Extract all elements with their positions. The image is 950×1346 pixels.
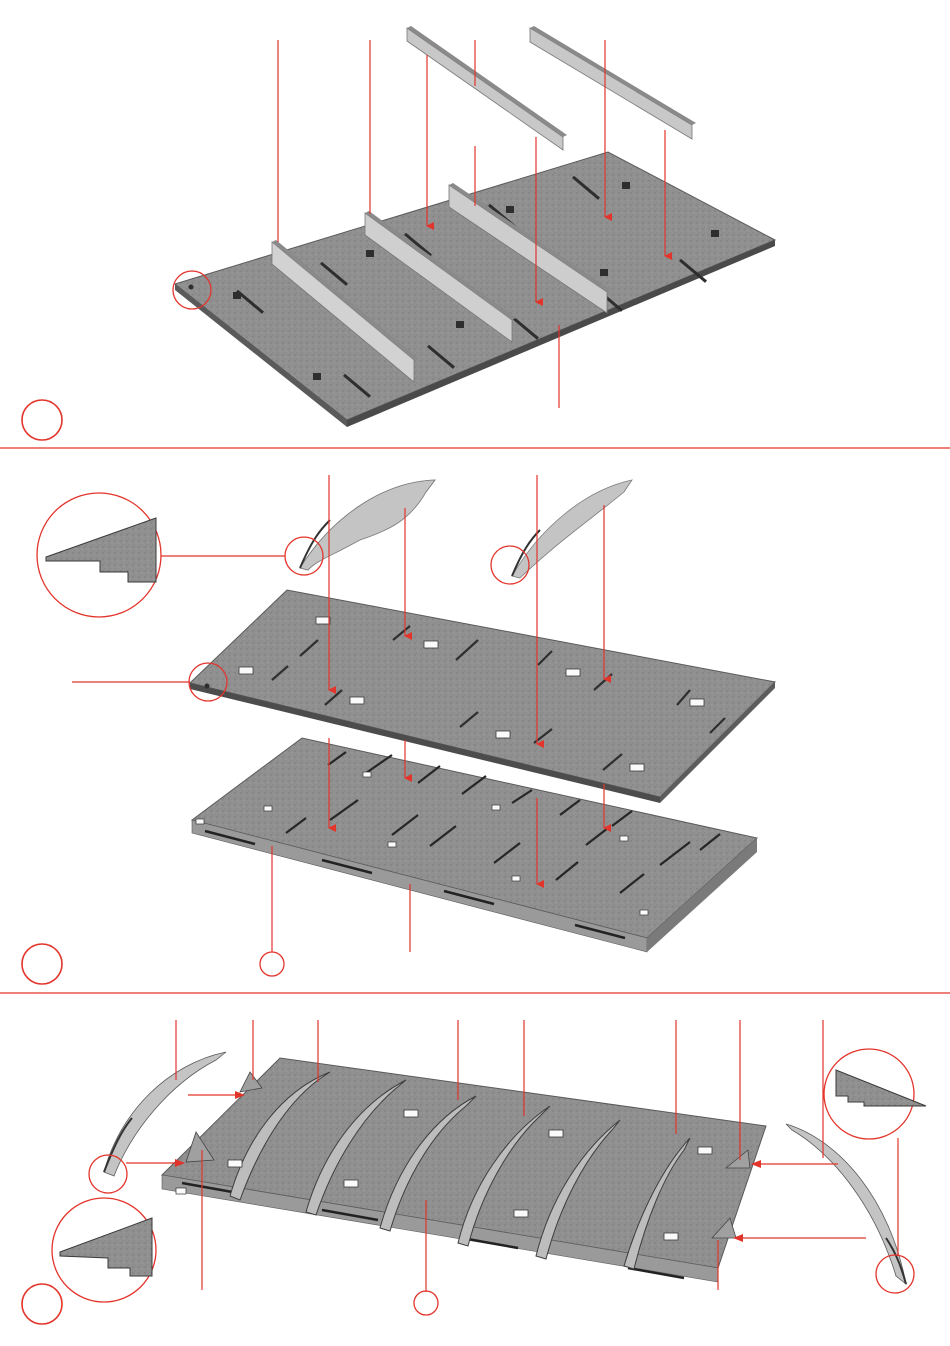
step-1-panel bbox=[22, 26, 775, 440]
callout-circle-assembled bbox=[414, 1291, 438, 1315]
detail-magnifier-left bbox=[52, 1198, 156, 1302]
step-2-number-badge bbox=[22, 944, 62, 984]
curved-rib-floating-1 bbox=[300, 480, 435, 570]
step-3-number-badge bbox=[22, 1284, 62, 1324]
curved-rib-floating-right bbox=[786, 1124, 906, 1284]
straight-wall-floating-2 bbox=[530, 26, 696, 139]
curved-rib-floating-2 bbox=[512, 480, 632, 578]
step-3-panel bbox=[22, 1020, 926, 1324]
step-1-number-badge bbox=[22, 400, 62, 440]
detail-magnifier-rib-step bbox=[37, 493, 285, 617]
detail-magnifier-right bbox=[824, 1049, 926, 1139]
callout-circle-frame bbox=[260, 952, 284, 976]
step-2-panel bbox=[22, 475, 775, 984]
